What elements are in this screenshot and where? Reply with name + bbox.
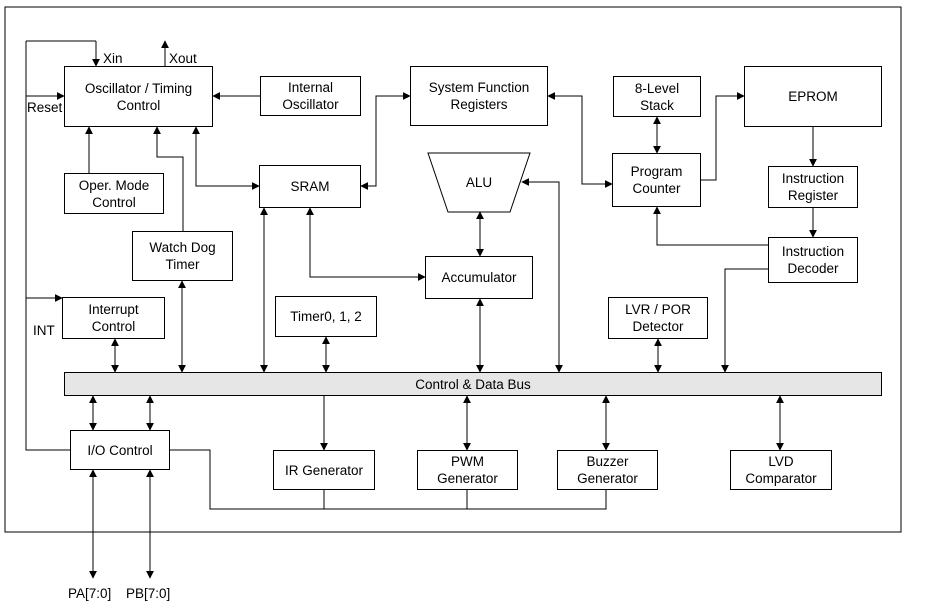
block-label-line: Instruction <box>781 244 845 259</box>
block-label-line: Timer <box>165 257 200 272</box>
block-label: PWM Generator <box>437 453 498 487</box>
block-label-line: Accumulator <box>441 270 517 285</box>
sram-block: SRAM <box>259 165 361 208</box>
osc-sram-arrow <box>192 126 260 190</box>
block-label: LVR / POR Detector <box>625 301 691 335</box>
block-label-line: System Function <box>428 80 530 95</box>
block-label-line: Oscillator / Timing <box>84 80 193 96</box>
alu-shape <box>427 152 531 213</box>
alu-bus-arrow <box>521 178 563 373</box>
block-label-line: IR Generator <box>284 462 364 478</box>
lvd-comparator-block: LVD Comparator <box>730 450 832 490</box>
generator-return-wire <box>170 449 607 510</box>
decoder-bus-arrow <box>721 268 768 373</box>
block-label-line: Stack <box>640 97 674 113</box>
lvr-por-detector-block: LVR / POR Detector <box>608 297 708 339</box>
pwm-generator-block: PWM Generator <box>417 450 518 490</box>
block-label-line: LVR / POR <box>625 302 691 317</box>
sram-sfr-arrow <box>360 92 411 190</box>
timer-block: Timer0, 1, 2 <box>275 296 377 337</box>
block-label-line: Interrupt <box>88 302 139 317</box>
block-label-line: LVD <box>768 454 794 469</box>
xout-label: Xout <box>169 51 197 66</box>
block-label-line: Control <box>92 194 136 210</box>
block-label-line: Comparator <box>745 471 817 486</box>
block-label: LVD Comparator <box>745 453 816 487</box>
block-label-line: Watch Dog <box>149 240 216 255</box>
block-label-line: 8-Level <box>634 80 680 96</box>
block-label-line: Counter <box>632 181 681 196</box>
block-label-line: Control <box>116 97 161 113</box>
block-label-line: Generator <box>577 471 638 486</box>
block-label-line: Program <box>630 164 683 179</box>
block-label-line: Timer0, 1, 2 <box>290 309 362 324</box>
block-label: IR Generator <box>285 462 363 479</box>
block-label: SRAM <box>290 178 329 195</box>
block-label: EPROM <box>788 88 838 105</box>
control-data-bus: Control & Data Bus <box>64 372 882 396</box>
decoder-pc-arrow <box>653 206 768 246</box>
reset-wire <box>25 41 70 451</box>
block-label-line: I/O Control <box>87 442 153 458</box>
block-label: Timer0, 1, 2 <box>290 308 362 325</box>
eprom-block: EPROM <box>744 66 882 127</box>
accumulator-block: Accumulator <box>425 256 533 299</box>
block-label-line: Detector <box>632 319 684 334</box>
sfr-pc-arrow <box>547 92 613 188</box>
block-label-line: Control <box>91 319 136 334</box>
alu-label: ALU <box>465 175 493 190</box>
block-label-line: Buzzer <box>586 454 629 469</box>
pc-eprom-arrow <box>701 92 745 181</box>
block-label: I/O Control <box>87 442 152 459</box>
block-label-line: Oscillator <box>282 97 339 112</box>
block-label-line: SRAM <box>290 179 330 194</box>
pb-port-label: PB[7:0] <box>126 586 171 601</box>
block-label-line: Registers <box>450 97 508 112</box>
ir-generator-block: IR Generator <box>273 450 375 490</box>
wdt-osc-arrow <box>153 126 184 231</box>
block-label-line: Register <box>787 188 839 203</box>
xin-label: Xin <box>103 51 123 66</box>
block-label-line: EPROM <box>788 89 838 104</box>
block-label-line: PWM <box>450 454 484 469</box>
block-label-line: Instruction <box>781 171 845 186</box>
sram-acc-arrow <box>306 207 426 281</box>
pa-port-label: PA[7:0] <box>68 586 112 601</box>
block-label-line: Decoder <box>787 261 839 276</box>
diagram-frame <box>4 6 902 533</box>
block-label-line: Generator <box>437 471 498 486</box>
int-input-arrow <box>25 294 63 320</box>
block-label: Accumulator <box>441 269 516 286</box>
block-label-line: Oper. Mode <box>78 177 150 193</box>
io-control-block: I/O Control <box>70 430 170 470</box>
int-label: INT <box>33 323 55 338</box>
block-label-line: Internal <box>287 80 333 95</box>
reset-label: Reset <box>27 100 63 115</box>
